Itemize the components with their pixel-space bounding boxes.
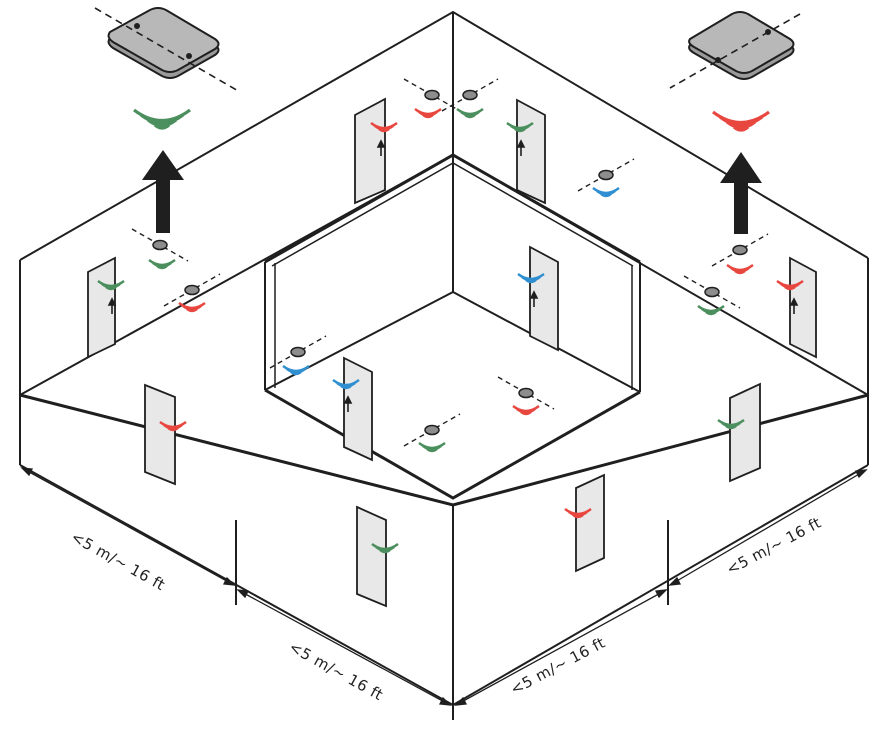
- ceiling-sensor-icon: [163, 273, 221, 307]
- upward-arrow-icon: [142, 150, 184, 233]
- ceiling-sensor-icon: [577, 158, 635, 192]
- ceiling-gateway-icon: [669, 11, 801, 89]
- wireless-signal-icon: [591, 186, 621, 198]
- wireless-signal-icon: [455, 107, 485, 119]
- upward-arrow-icon: [720, 152, 762, 234]
- wireless-signals: [96, 107, 805, 554]
- wireless-signal-icon: [413, 107, 443, 119]
- door-upper-back-left: [354, 97, 386, 205]
- wireless-signal-icon: [725, 263, 755, 275]
- dimension-labels: <5 m/~ 16 ft <5 m/~ 16 ft <5 m/~ 16 ft <…: [68, 514, 824, 705]
- ceiling-sensor-icon: [497, 376, 555, 410]
- wireless-signal-icon: [511, 404, 541, 416]
- wireless-signal-icon: [147, 258, 177, 270]
- door-lower-front-left: [356, 505, 387, 608]
- wireless-signal-icon: [696, 304, 726, 316]
- ceiling-sensor-icon: [683, 275, 741, 309]
- door-lower-right: [729, 382, 761, 483]
- gateway-left: [94, 7, 241, 233]
- gateway-right-signal-icon: [711, 110, 771, 132]
- ceiling-sensor-icon: [711, 233, 769, 267]
- ceiling-sensors: [131, 78, 769, 447]
- ceiling-sensor-icon: [269, 335, 327, 369]
- atrium-floor-back: [264, 290, 641, 393]
- gateway-left-signal-icon: [132, 108, 192, 130]
- atrium-floor-front: [264, 388, 641, 500]
- dimension-lines: [20, 467, 868, 706]
- door-upper-back-right: [516, 98, 546, 205]
- gateway-right: [669, 11, 801, 234]
- door-upper-right: [789, 256, 817, 359]
- door-lower-left: [144, 383, 176, 486]
- door-upper-left: [87, 256, 116, 359]
- wireless-signal-icon: [417, 441, 447, 453]
- ceiling-sensor-icon: [403, 78, 461, 112]
- door-atrium-right: [529, 245, 559, 352]
- ceiling-sensor-icon: [403, 413, 461, 447]
- wireless-signal-icon: [177, 301, 207, 313]
- dimension-label-front-right-2: <5 m/~ 16 ft: [723, 514, 824, 579]
- ceiling-gateway-icon: [94, 7, 241, 93]
- wireless-signal-icon: [281, 364, 311, 376]
- ceiling-sensor-icon: [441, 78, 499, 112]
- door-lower-front-right: [575, 473, 605, 573]
- door-handles: [107, 139, 799, 412]
- dimension-label-front-left-2: <5 m/~ 16 ft: [286, 638, 386, 704]
- ceiling-sensor-icon: [131, 228, 189, 262]
